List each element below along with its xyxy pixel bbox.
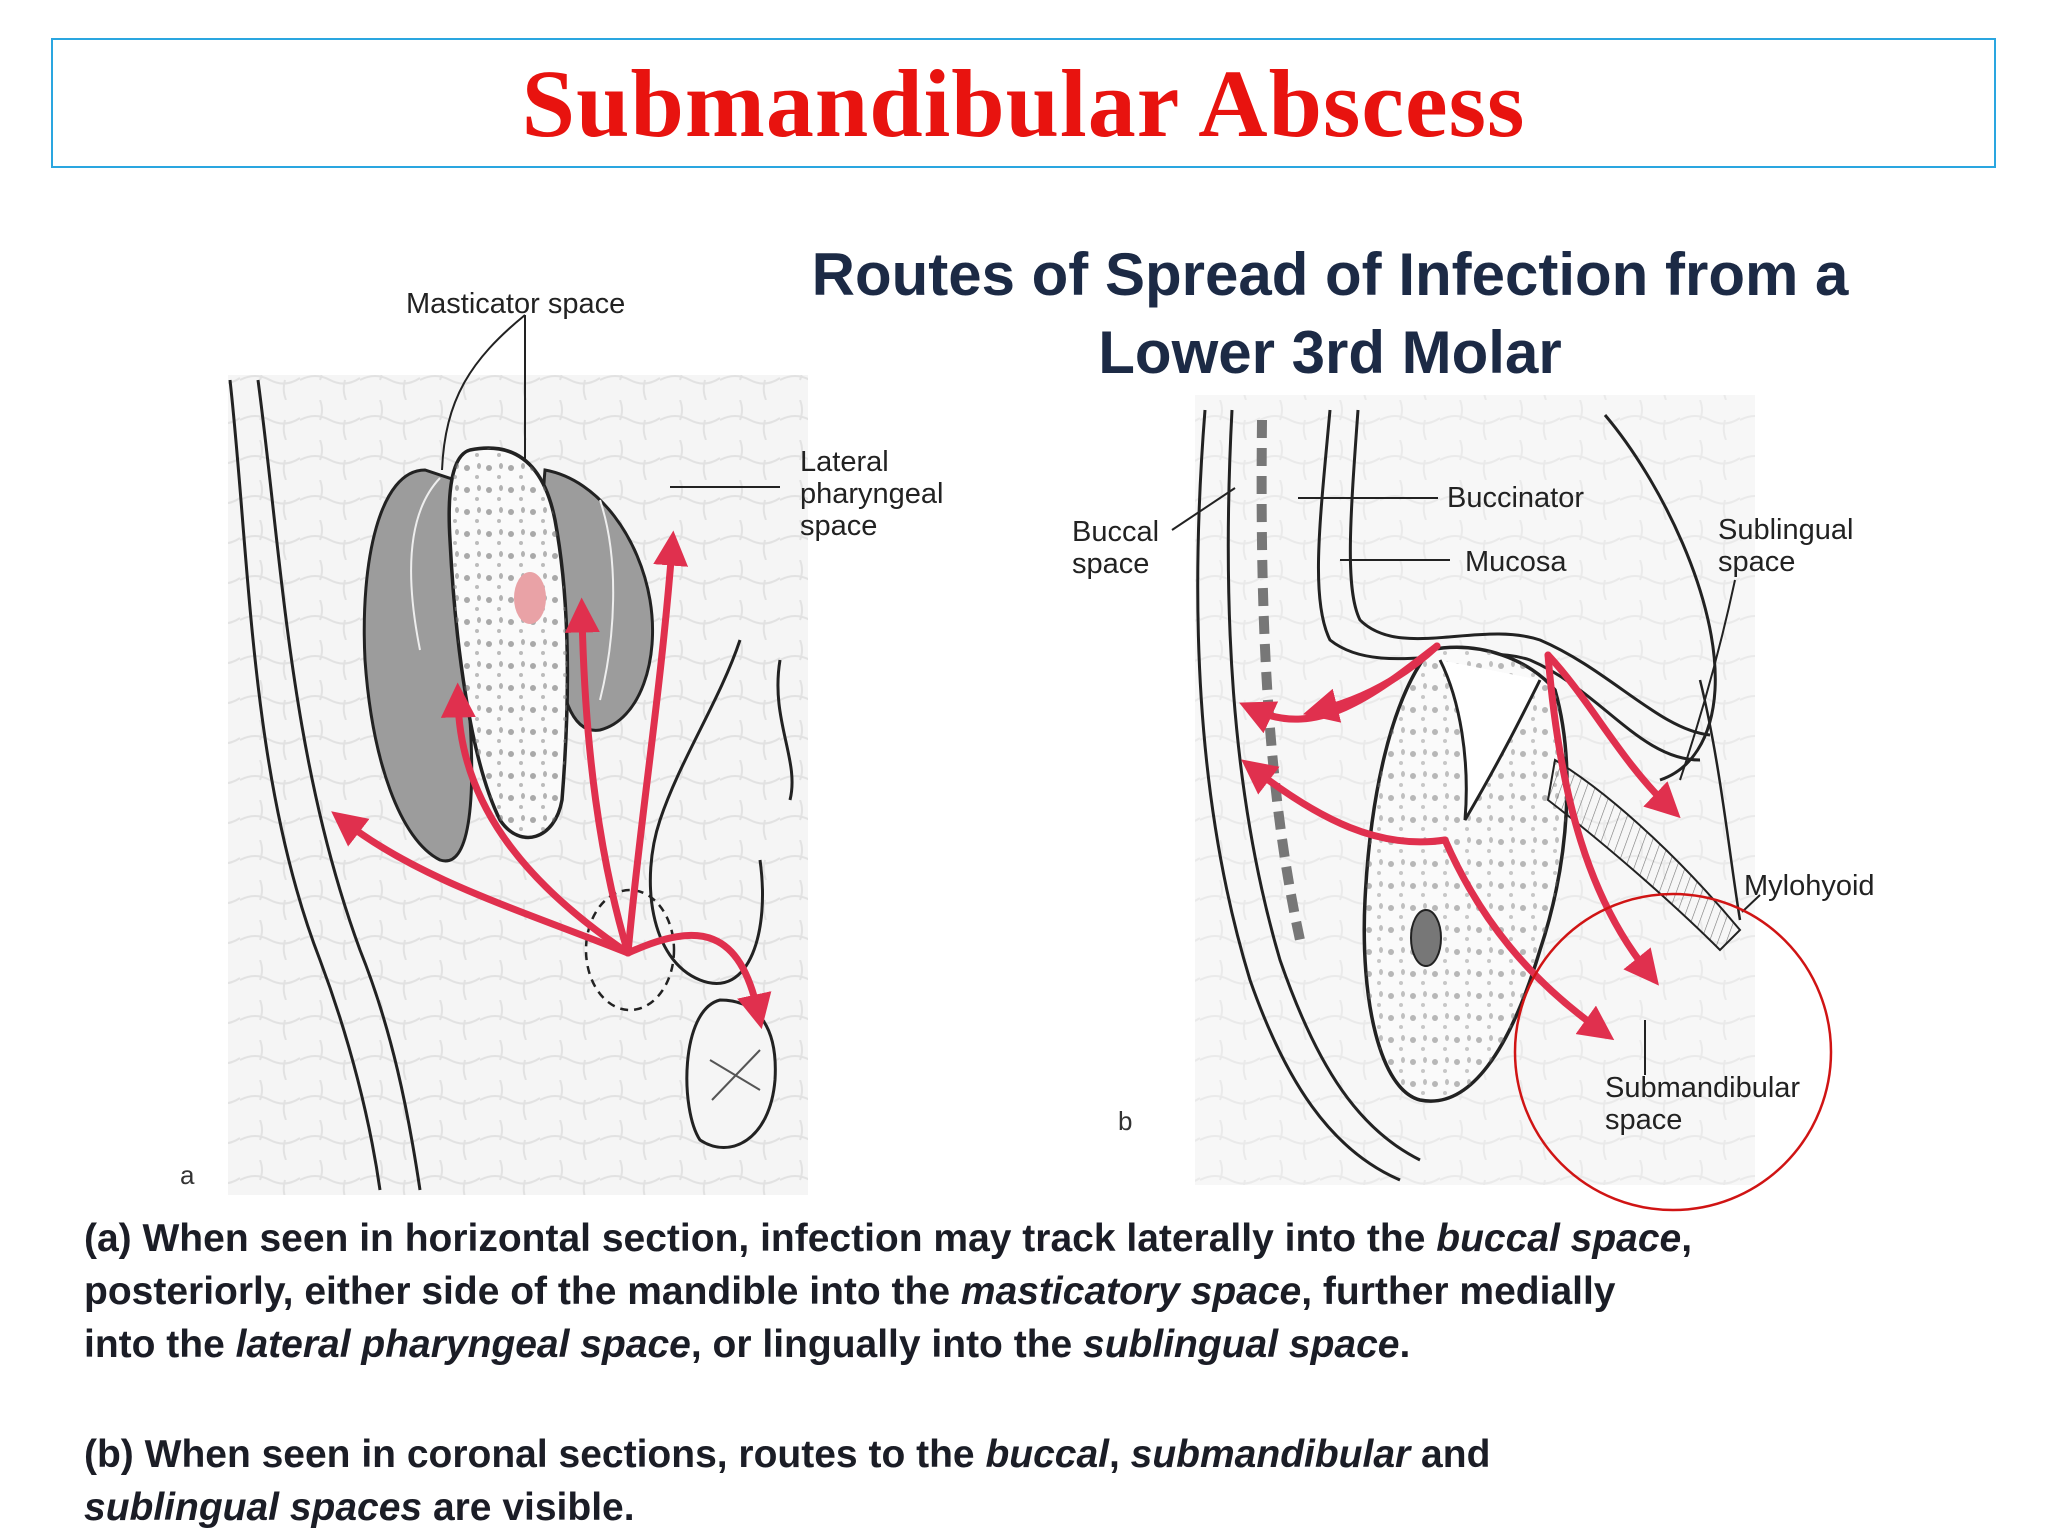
- caption-a-text-6: , or lingually into the: [690, 1323, 1084, 1366]
- mylohyoid-muscle: [1546, 758, 1742, 952]
- arrow-to-submandibular-space: [1441, 836, 1615, 1041]
- caption-b-text-1: (b) When seen in coronal sections, route…: [84, 1433, 986, 1476]
- submandibular-highlight-circle: [1513, 892, 1833, 1212]
- caption-a-text-3: posteriorly, either side of the mandible…: [84, 1270, 961, 1313]
- caption-a-text-2: ,: [1681, 1217, 1693, 1260]
- label-masticator-space: Masticator space: [406, 288, 626, 320]
- caption-b-buccal: buccal: [985, 1433, 1109, 1476]
- panel-b-infection-arrows: [1239, 642, 1681, 1041]
- panel-a-diagram: [228, 314, 808, 1195]
- arrow-to-sublingual-space: [624, 931, 772, 1030]
- caption-a-text-5: into the: [84, 1323, 236, 1366]
- slide-title-box: Submandibular Abscess: [51, 38, 1996, 168]
- label-sublingual-space: Sublingual space: [1718, 514, 1854, 578]
- caption-a-masticatory-space: masticatory space: [960, 1270, 1302, 1313]
- arrow-to-buccal-space-middle: [1239, 642, 1441, 734]
- caption-b-submandibular: submandibular: [1130, 1433, 1411, 1476]
- molar-crown: [1438, 659, 1542, 821]
- slide-title: Submandibular Abscess: [521, 49, 1526, 157]
- arrow-to-buccal-space-lower: [1241, 759, 1449, 846]
- panel-b-cheek-outline: [1196, 409, 1401, 1182]
- arrow-to-masticator-space-lateral: [440, 682, 632, 957]
- arrow-to-masticator-space-medial: [564, 597, 632, 957]
- arrow-to-buccal-space: [331, 811, 632, 957]
- caption-b-text-2: ,: [1109, 1433, 1131, 1476]
- caption-b-text-4: are visible.: [422, 1486, 635, 1529]
- panel-b-diagram: [1171, 395, 1833, 1212]
- label-lateral-pharyngeal-space: Lateral pharyngeal space: [800, 446, 944, 542]
- panel-a-infection-arrows: [331, 530, 772, 1030]
- inferior-alveolar-canal: [514, 572, 546, 624]
- label-submandibular-space: Submandibular space: [1605, 1072, 1801, 1136]
- figure-title-line2: Lower 3rd Molar: [1098, 319, 1562, 386]
- caption-a-buccal-space: buccal space: [1436, 1217, 1682, 1260]
- panel-a-cheek-inner: [256, 379, 422, 1191]
- label-mylohyoid: Mylohyoid: [1744, 870, 1875, 902]
- arrow-to-sublingual-space: [1544, 651, 1681, 819]
- caption-a-text-4: , further medially: [1301, 1270, 1616, 1313]
- figure-title: Routes of Spread of Infection from a Low…: [700, 236, 1960, 392]
- caption-a-text-7: .: [1399, 1323, 1411, 1366]
- caption-b-sublingual-spaces: sublingual spaces: [84, 1486, 423, 1529]
- panel-a-letter: a: [180, 1160, 195, 1190]
- arrow-to-submandibular-space-medial: [1544, 651, 1659, 986]
- caption-a: (a) When seen in horizontal section, inf…: [84, 1212, 1984, 1371]
- mandibular-canal: [1410, 909, 1442, 967]
- caption-b-text-3: and: [1410, 1433, 1491, 1476]
- caption-b: (b) When seen in coronal sections, route…: [84, 1428, 1984, 1534]
- panel-a-cheek-outline: [228, 379, 382, 1191]
- panel-b-letter: b: [1118, 1106, 1133, 1136]
- label-buccal-space: Buccal space: [1072, 516, 1160, 580]
- label-buccinator: Buccinator: [1447, 482, 1585, 514]
- caption-a-lateral-pharyngeal-space: lateral pharyngeal space: [235, 1323, 691, 1366]
- label-mucosa: Mucosa: [1465, 546, 1567, 578]
- third-molar-outline: [584, 888, 676, 1012]
- arrow-to-lateral-pharyngeal-space: [624, 530, 689, 957]
- caption-a-text-1: (a) When seen in horizontal section, inf…: [84, 1217, 1437, 1260]
- tongue-outline: [1603, 414, 1717, 782]
- buccinator-muscle: [1256, 419, 1305, 942]
- figure-title-line1: Routes of Spread of Infection from a: [811, 241, 1849, 308]
- caption-a-sublingual-space: sublingual space: [1083, 1323, 1400, 1366]
